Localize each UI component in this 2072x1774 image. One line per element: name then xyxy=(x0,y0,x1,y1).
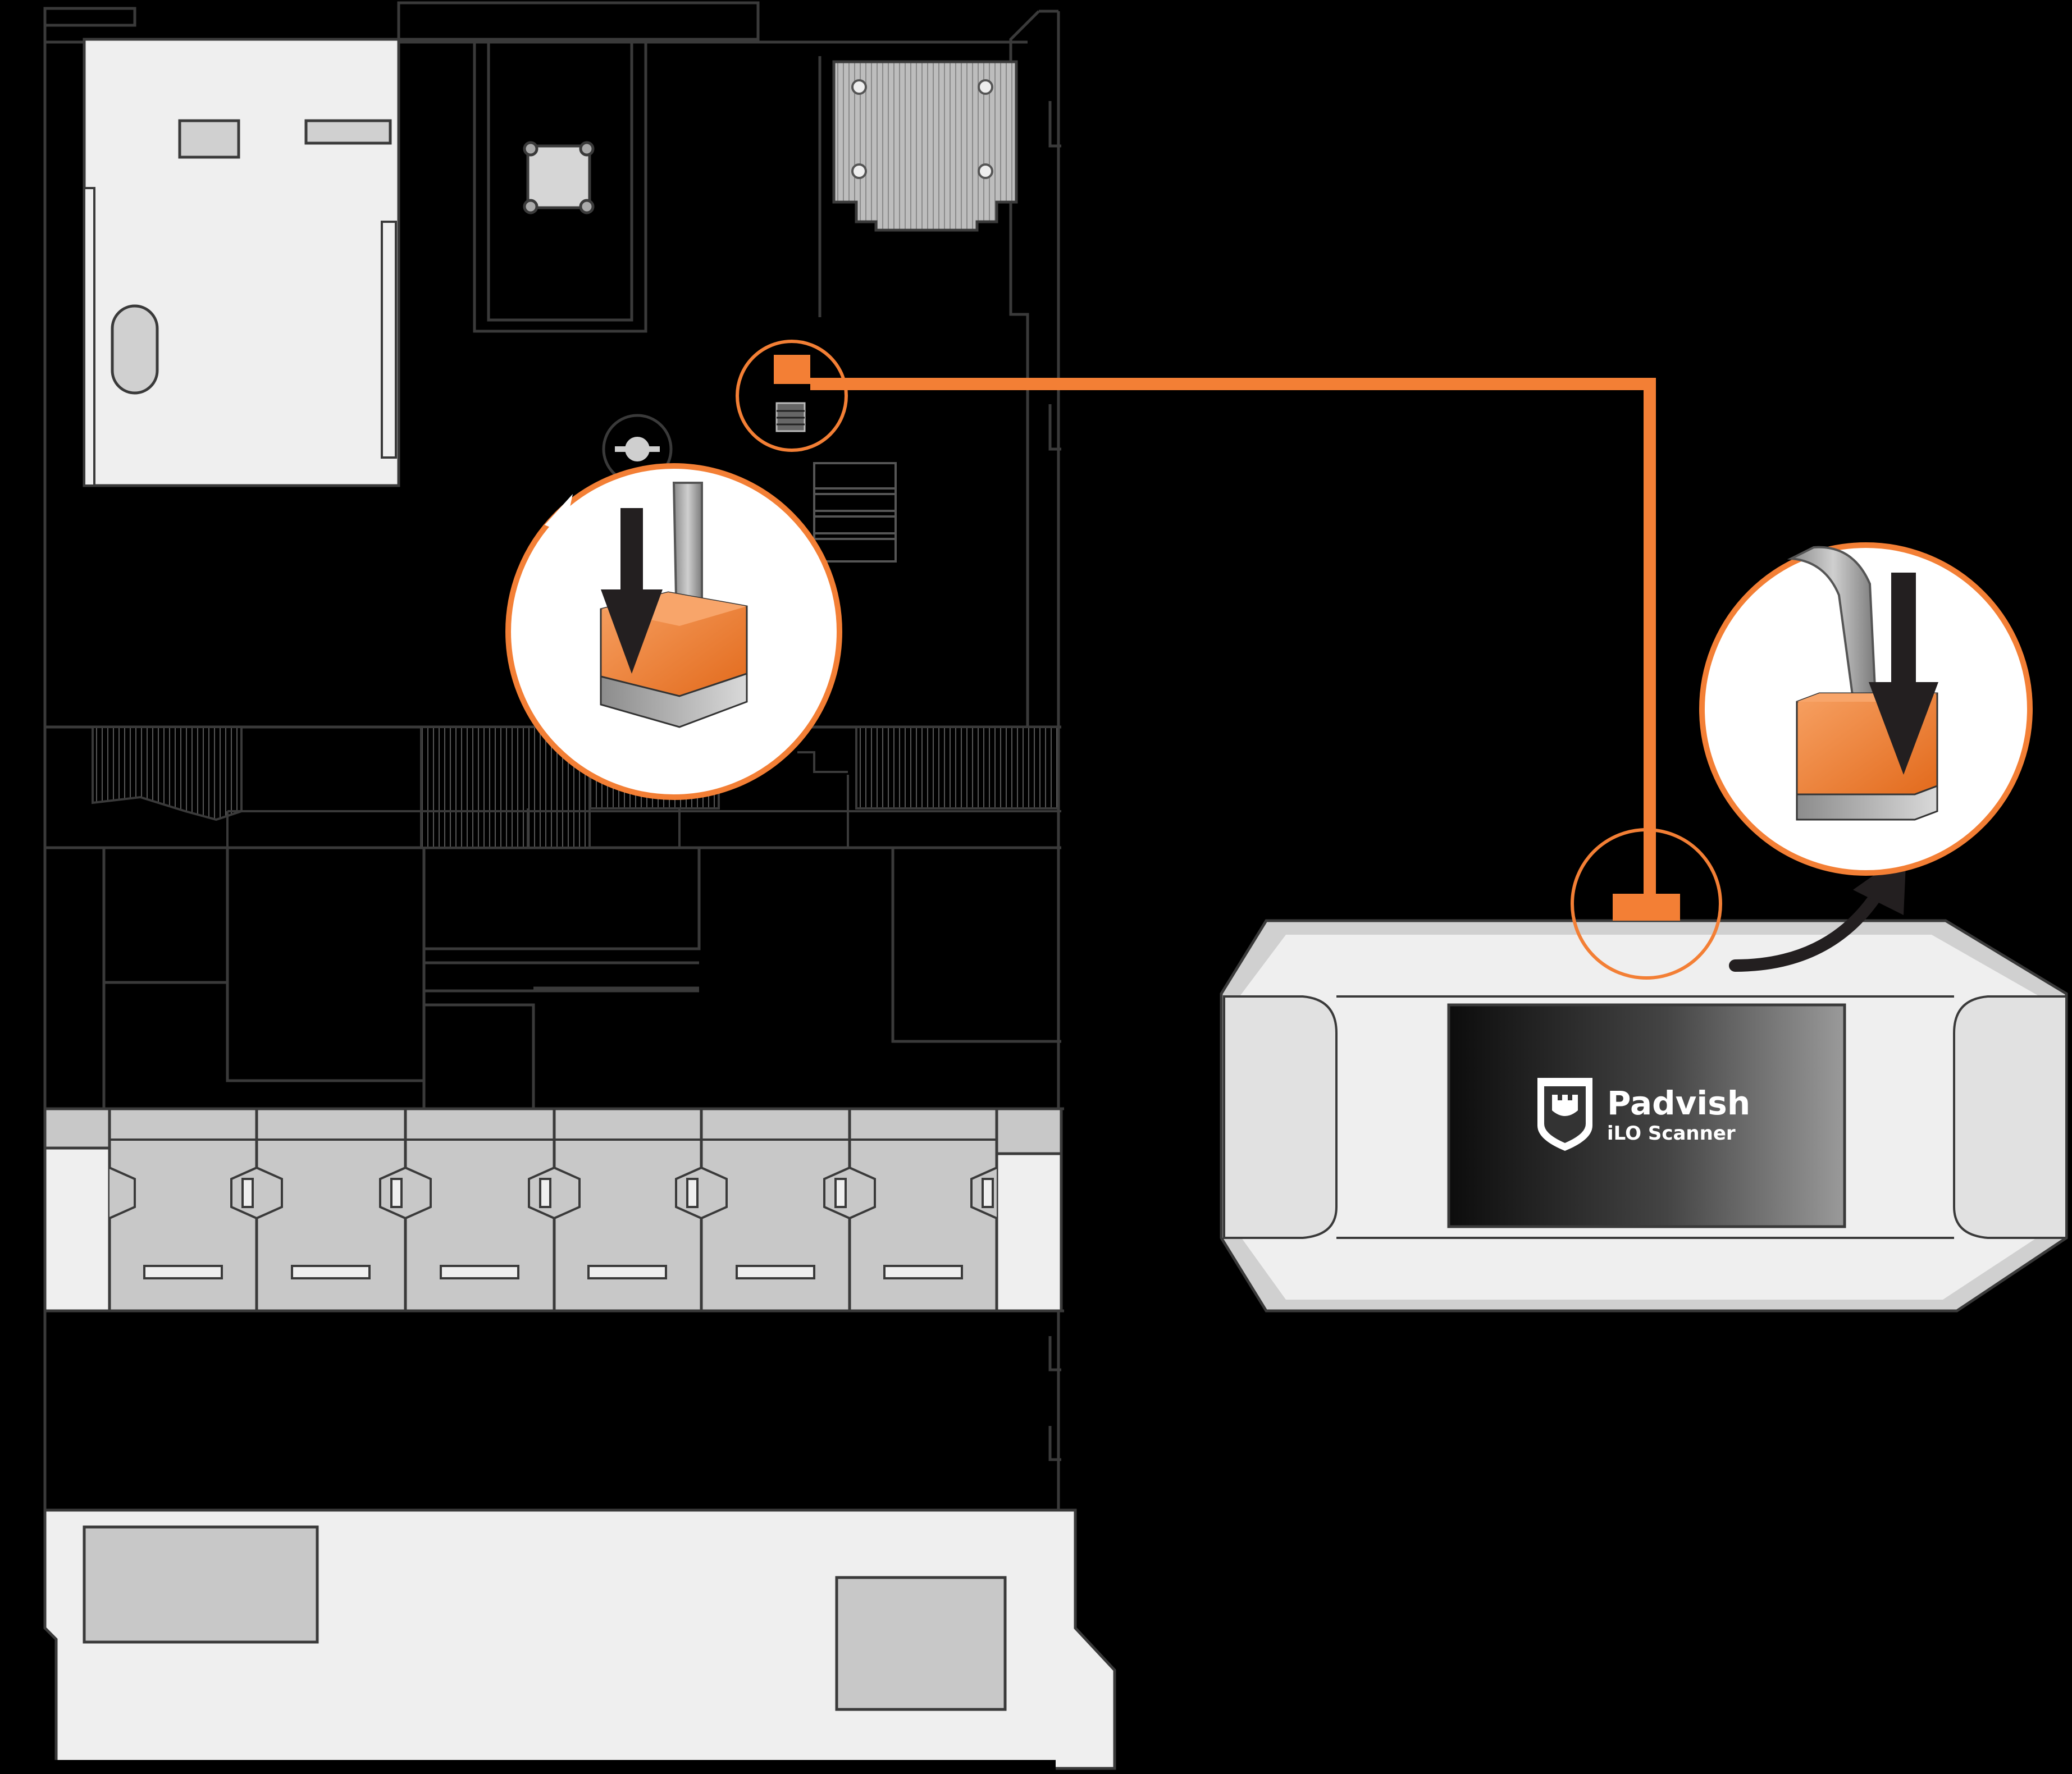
drive-slot xyxy=(848,1107,998,1313)
fan-grills xyxy=(92,726,1061,849)
riser-card xyxy=(83,38,400,487)
drive-slot xyxy=(108,1107,258,1313)
drive-slot xyxy=(255,1107,407,1313)
front-bezel xyxy=(43,1508,1116,1774)
scanner-screen xyxy=(1447,1003,1846,1228)
cpu-socket xyxy=(473,38,647,333)
connection-cable xyxy=(810,378,1656,901)
server-header-callout xyxy=(505,463,842,800)
scanner-ilo-header xyxy=(1571,828,1722,980)
drive-bay xyxy=(43,1107,1063,1313)
drive-slot xyxy=(404,1107,556,1313)
product-name: iLO Scanner xyxy=(1607,1122,1736,1145)
heatsink xyxy=(818,56,1018,317)
server-ilo-header xyxy=(736,340,848,452)
ilo-scanner-device: Padvish iLO Scanner xyxy=(1220,919,2068,1313)
brand-name: Padvish xyxy=(1607,1084,1750,1122)
memory-module xyxy=(813,462,897,563)
scanner-header-callout xyxy=(1699,542,2033,876)
drive-slot xyxy=(553,1107,703,1313)
down-arrow-icon xyxy=(1869,573,1938,775)
lower-board-blocks xyxy=(102,848,1061,1109)
down-arrow-icon xyxy=(601,508,663,674)
drive-slot xyxy=(700,1107,851,1313)
castle-shield-icon xyxy=(1537,1078,1592,1151)
